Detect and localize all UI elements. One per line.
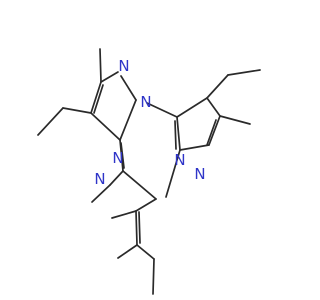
bond xyxy=(135,198,157,212)
bond xyxy=(219,115,251,125)
bond xyxy=(146,102,178,118)
bond xyxy=(119,99,137,141)
bond xyxy=(109,170,124,186)
bond xyxy=(111,210,137,219)
bond xyxy=(208,115,221,146)
bond xyxy=(135,210,138,246)
bond xyxy=(138,211,141,244)
bond xyxy=(206,119,217,146)
bond xyxy=(62,107,92,114)
bond xyxy=(99,48,102,83)
bond xyxy=(117,244,138,259)
bond xyxy=(100,71,119,83)
nitrogen-label-layer: N N N N N N xyxy=(94,57,205,188)
bond xyxy=(136,244,155,260)
bond xyxy=(93,84,104,114)
bond xyxy=(90,81,102,114)
bond xyxy=(206,74,229,99)
nitrogen-label: N xyxy=(112,149,123,167)
molecule-canvas: N N N N N N xyxy=(37,48,261,295)
bond xyxy=(176,116,181,151)
bond xyxy=(91,184,111,203)
nitrogen-label: N xyxy=(140,93,151,111)
bond xyxy=(152,258,155,295)
bond xyxy=(122,170,157,200)
bond-layer xyxy=(37,48,261,295)
bond xyxy=(120,142,125,169)
bond xyxy=(90,112,121,141)
nitrogen-label: N xyxy=(94,170,105,188)
bond xyxy=(174,120,177,150)
bond xyxy=(227,69,261,76)
bond xyxy=(120,75,137,101)
bond xyxy=(165,149,181,198)
nitrogen-label: N xyxy=(118,57,129,75)
bond xyxy=(206,97,221,117)
bond xyxy=(176,97,208,118)
bond xyxy=(179,144,210,151)
bond xyxy=(37,107,64,136)
nitrogen-label: N xyxy=(194,165,205,183)
nitrogen-label: N xyxy=(174,151,185,169)
